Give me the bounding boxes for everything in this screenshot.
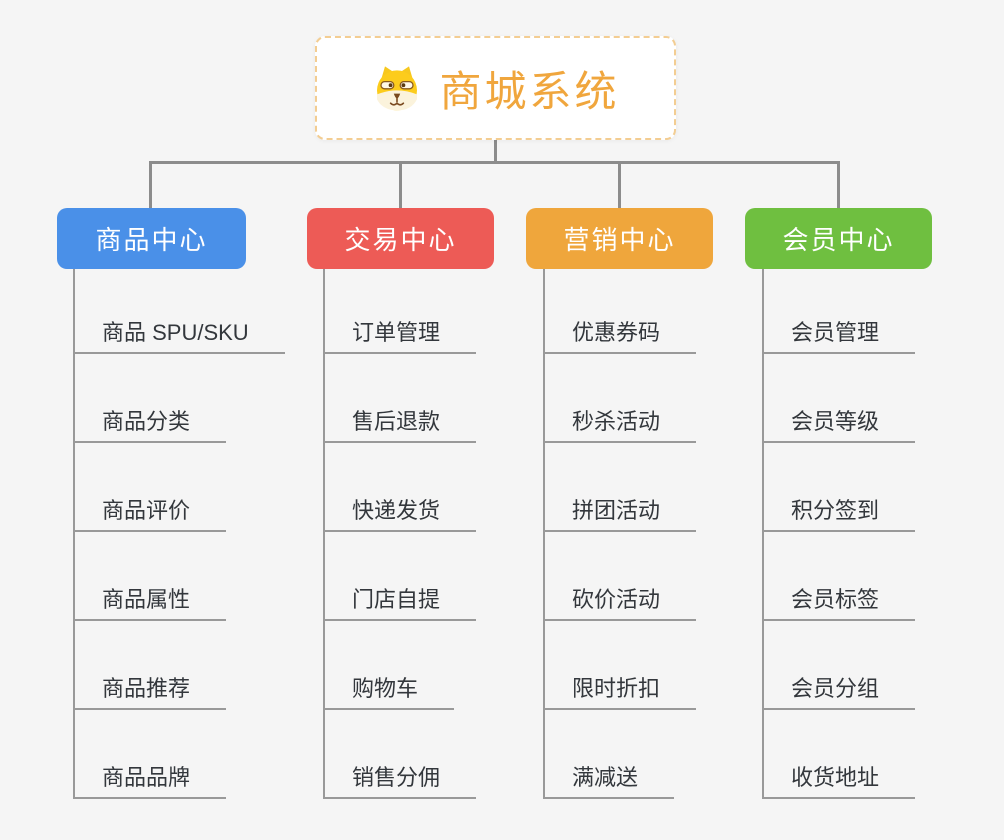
leaf-label: 秒杀活动 (545, 404, 697, 443)
leaf-list-marketing: 优惠券码 秒杀活动 拼团活动 砍价活动 限时折扣 满减送 (543, 269, 697, 799)
leaf-label: 商品评价 (75, 493, 227, 532)
leaf-node[interactable]: 商品品牌 (75, 710, 285, 799)
branch-bus-line (149, 161, 840, 164)
leaf-node[interactable]: 限时折扣 (545, 621, 697, 710)
leaf-node[interactable]: 积分签到 (764, 443, 916, 532)
leaf-list-product: 商品 SPU/SKU 商品分类 商品评价 商品属性 商品推荐 商品品牌 (73, 269, 285, 799)
leaf-node[interactable]: 销售分佣 (325, 710, 477, 799)
leaf-node[interactable]: 售后退款 (325, 354, 477, 443)
leaf-label: 商品 SPU/SKU (75, 315, 285, 354)
leaf-node[interactable]: 砍价活动 (545, 532, 697, 621)
leaf-node[interactable]: 会员分组 (764, 621, 916, 710)
drop-line-marketing (618, 161, 621, 209)
leaf-list-trade: 订单管理 售后退款 快递发货 门店自提 购物车 销售分佣 (323, 269, 477, 799)
leaf-node[interactable]: 会员等级 (764, 354, 916, 443)
leaf-label: 商品推荐 (75, 671, 227, 710)
leaf-label: 商品属性 (75, 582, 227, 621)
leaf-label: 会员管理 (764, 315, 916, 354)
leaf-label: 收货地址 (764, 760, 916, 799)
shiba-dog-icon (377, 66, 418, 111)
leaf-label: 满减送 (545, 760, 675, 799)
leaf-label: 拼团活动 (545, 493, 697, 532)
leaf-node[interactable]: 满减送 (545, 710, 696, 799)
leaf-label: 会员标签 (764, 582, 916, 621)
drop-line-member (837, 161, 840, 209)
drop-line-product (149, 161, 152, 209)
leaf-node[interactable]: 商品 SPU/SKU (75, 269, 285, 354)
leaf-label: 会员等级 (764, 404, 916, 443)
leaf-label: 积分签到 (764, 493, 916, 532)
leaf-label: 订单管理 (325, 315, 477, 354)
leaf-label: 销售分佣 (325, 760, 477, 799)
leaf-list-member: 会员管理 会员等级 积分签到 会员标签 会员分组 收货地址 (762, 269, 916, 799)
leaf-node[interactable]: 商品属性 (75, 532, 285, 621)
leaf-node[interactable]: 秒杀活动 (545, 354, 697, 443)
leaf-label: 商品品牌 (75, 760, 227, 799)
leaf-node[interactable]: 会员标签 (764, 532, 916, 621)
leaf-label: 购物车 (325, 671, 455, 710)
root-node[interactable]: 商城系统 (315, 36, 676, 140)
root-title: 商城系统 (439, 67, 620, 115)
root-connector-line (494, 140, 497, 164)
branch-header-trade-center[interactable]: 交易中心 (307, 208, 494, 269)
leaf-node[interactable]: 商品分类 (75, 354, 285, 443)
leaf-node[interactable]: 商品推荐 (75, 621, 285, 710)
leaf-node[interactable]: 门店自提 (325, 532, 477, 621)
drop-line-trade (399, 161, 402, 209)
leaf-label: 会员分组 (764, 671, 916, 710)
leaf-label: 售后退款 (325, 404, 477, 443)
leaf-node[interactable]: 收货地址 (764, 710, 916, 799)
leaf-node[interactable]: 优惠券码 (545, 269, 697, 354)
leaf-label: 砍价活动 (545, 582, 697, 621)
branch-header-member-center[interactable]: 会员中心 (745, 208, 932, 269)
leaf-label: 快递发货 (325, 493, 477, 532)
leaf-node[interactable]: 会员管理 (764, 269, 916, 354)
leaf-label: 限时折扣 (545, 671, 697, 710)
branch-header-marketing-center[interactable]: 营销中心 (526, 208, 713, 269)
leaf-node[interactable]: 购物车 (325, 621, 476, 710)
leaf-label: 优惠券码 (545, 315, 697, 354)
leaf-node[interactable]: 订单管理 (325, 269, 477, 354)
leaf-node[interactable]: 快递发货 (325, 443, 477, 532)
leaf-node[interactable]: 拼团活动 (545, 443, 697, 532)
leaf-node[interactable]: 商品评价 (75, 443, 285, 532)
branch-header-product-center[interactable]: 商品中心 (57, 208, 246, 269)
leaf-label: 门店自提 (325, 582, 477, 621)
leaf-label: 商品分类 (75, 404, 227, 443)
